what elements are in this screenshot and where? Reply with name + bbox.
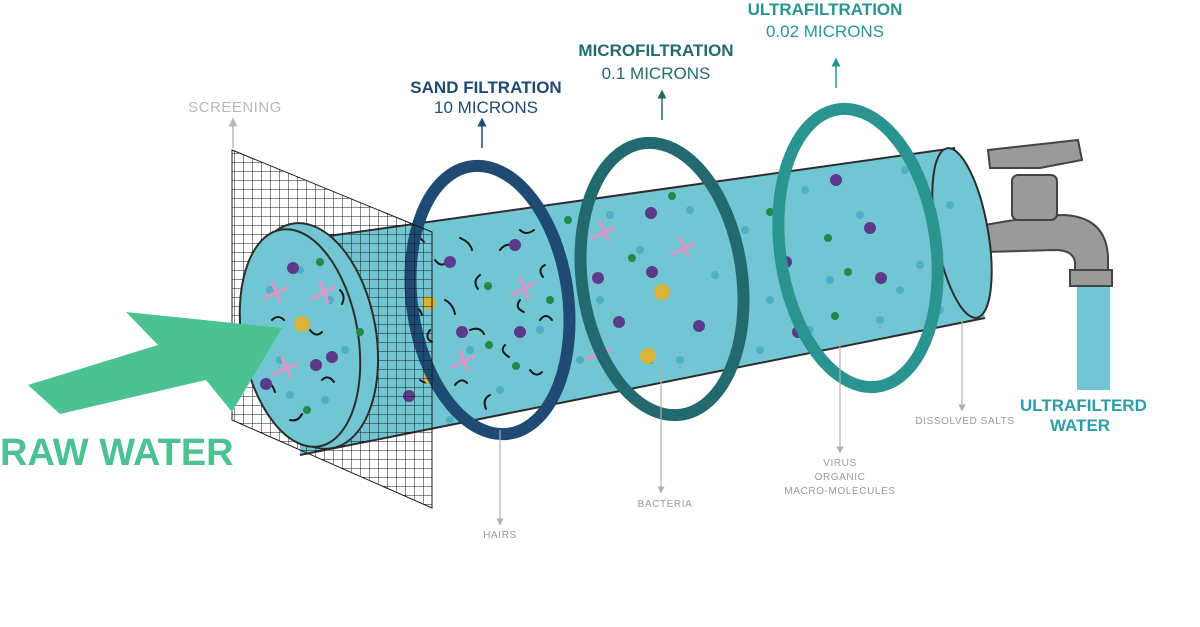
microfiltration-ring xyxy=(574,136,750,422)
ultrafiltered-label-line2: WATER xyxy=(1049,416,1111,435)
sand-filtration-title: SAND FILTRATION xyxy=(410,78,562,97)
raw-water-arrow-icon xyxy=(28,312,282,414)
microfiltration-title: MICROFILTRATION xyxy=(578,41,734,60)
screening-label: SCREENING xyxy=(188,99,282,116)
virus-label: VIRUS xyxy=(823,458,857,469)
faucet-icon xyxy=(984,138,1113,287)
sand-filtration-size: 10 MICRONS xyxy=(434,98,538,117)
ultrafiltration-title: ULTRAFILTRATION xyxy=(747,0,903,19)
water-front-face xyxy=(238,222,380,450)
ultrafiltered-label-line1: ULTRAFILTERD xyxy=(1020,396,1147,415)
raw-water-label: RAW WATER xyxy=(0,432,234,474)
hairs-label: HAIRS xyxy=(483,530,517,541)
dissolved-salts-label: DISSOLVED SALTS xyxy=(915,416,1015,427)
organic-label: ORGANIC xyxy=(814,472,866,483)
ultrafiltration-size: 0.02 MICRONS xyxy=(765,22,885,41)
bacteria-label: BACTERIA xyxy=(637,499,693,510)
macro-molecules-label: MACRO-MOLECULES xyxy=(784,486,896,497)
ultrafiltration-ring xyxy=(772,102,944,394)
microfiltration-size: 0.1 MICRONS xyxy=(601,64,711,83)
water-stream xyxy=(1077,285,1110,390)
